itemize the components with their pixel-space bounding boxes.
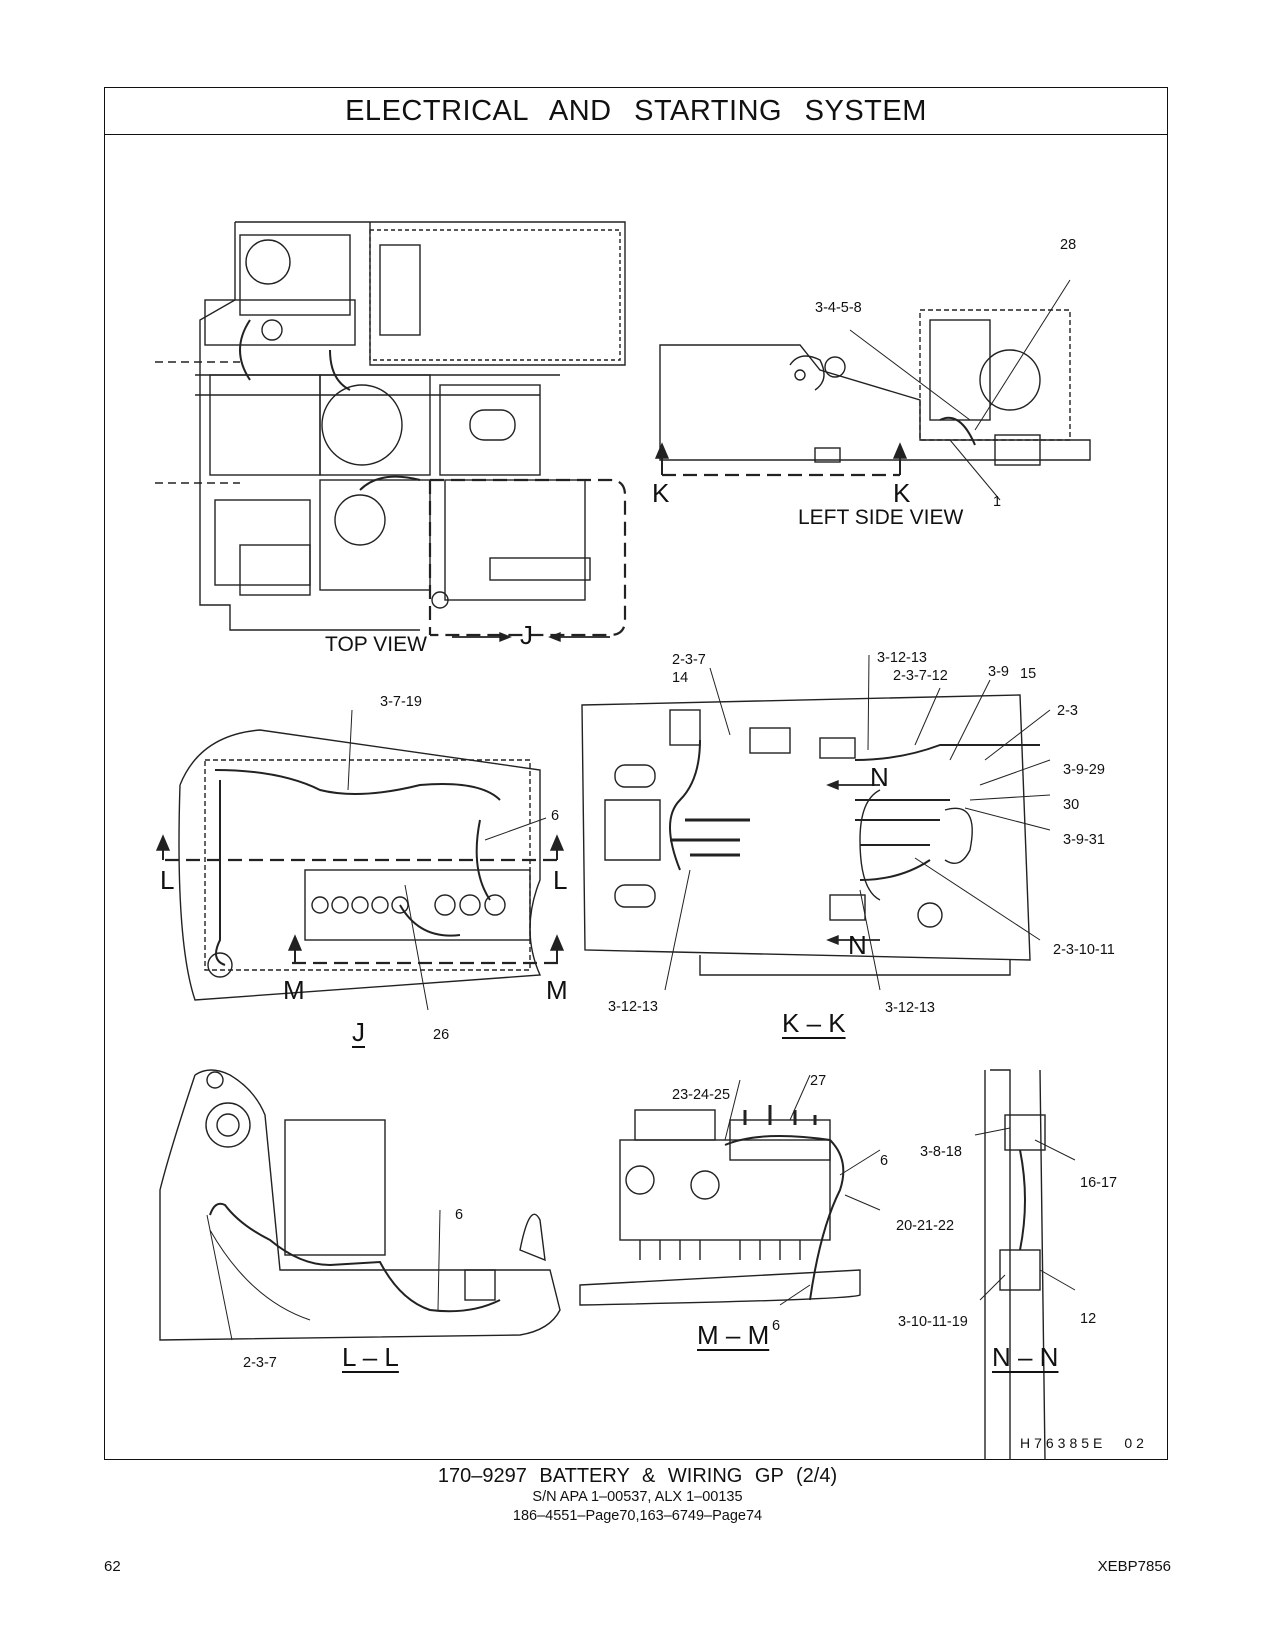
callout-mm: 27 [810, 1073, 827, 1089]
callout-mm: 20-21-22 [896, 1218, 955, 1234]
callout-kk: 3-12-13 [608, 999, 658, 1015]
callout-kk: 2-3-10-11 [1053, 942, 1115, 958]
section-arrow-m-right: M [546, 975, 568, 1005]
page-number: 62 [104, 1558, 121, 1575]
section-kk-label: K – K [782, 1008, 846, 1038]
section-j-drawing [155, 709, 565, 1011]
callout-mm: 23-24-25 [672, 1087, 731, 1103]
callout-nn: 16-17 [1080, 1175, 1118, 1191]
group-caption: 170–9297 BATTERY & WIRING GP (2/4) [437, 1465, 838, 1487]
section-arrow-m-left: M [283, 975, 305, 1005]
reference-code: H76385E [1020, 1435, 1107, 1451]
serial-numbers: S/N APA 1–00537, ALX 1–00135 [532, 1489, 743, 1505]
callout-j: 3-7-19 [380, 694, 422, 710]
callout-kk: 14 [672, 670, 689, 686]
callout-j: 6 [551, 808, 560, 824]
section-ll-label: L – L [342, 1342, 399, 1372]
section-nn-drawing [974, 1069, 1076, 1461]
document-code: XEBP7856 [1097, 1558, 1171, 1575]
callout-mm: 6 [772, 1318, 781, 1334]
callout-kk: 30 [1063, 797, 1080, 813]
left-side-view-label: LEFT SIDE VIEW [798, 506, 964, 529]
left-side-view-drawing [654, 279, 1091, 501]
callout-kk: 3-9-31 [1063, 832, 1105, 848]
page-frame: ELECTRICAL AND STARTING SYSTEM [104, 87, 1168, 1460]
page-references: 186–4551–Page70,163–6749–Page74 [512, 1508, 763, 1524]
section-ll-drawing [159, 1069, 561, 1341]
callout-nn: 3-8-18 [920, 1144, 962, 1160]
section-mm-drawing [579, 1074, 881, 1306]
callout-left-side: 3-4-5-8 [815, 300, 862, 316]
reference-revision: 02 [1124, 1435, 1148, 1451]
title-bar: ELECTRICAL AND STARTING SYSTEM [105, 88, 1167, 135]
callout-kk: 3-9 [988, 664, 1009, 680]
callout-j: 26 [433, 1027, 450, 1043]
section-arrow-l-left: L [160, 865, 175, 895]
callout-kk: 2-3 [1057, 703, 1078, 719]
top-view-label: TOP VIEW [325, 633, 427, 656]
top-view-drawing [155, 221, 627, 643]
section-arrow-k-left: K [652, 478, 670, 508]
callout-kk: 3-12-13 [885, 1000, 935, 1016]
section-arrow-j: J [520, 620, 533, 650]
callout-nn: 12 [1080, 1311, 1097, 1327]
illustration-reference: H76385E 02 [1020, 1435, 1148, 1451]
section-arrow-k-right: K [893, 478, 911, 508]
callout-mm: 6 [880, 1153, 889, 1169]
section-arrow-n-top: N [870, 762, 889, 792]
callout-kk: 15 [1020, 666, 1037, 682]
section-arrow-n-bottom: N [848, 930, 867, 960]
callout-kk: 3-9-29 [1063, 762, 1105, 778]
section-mm-label: M – M [697, 1320, 770, 1350]
page-title: ELECTRICAL AND STARTING SYSTEM [345, 94, 927, 127]
section-j-label: J [352, 1017, 365, 1047]
callout-ll: 6 [455, 1207, 464, 1223]
callout-ll: 2-3-7 [243, 1355, 277, 1371]
callout-kk: 2-3-7 [672, 652, 706, 668]
callout-kk: 2-3-7-12 [893, 668, 948, 684]
callout-nn: 3-10-11-19 [898, 1314, 968, 1330]
callout-left-side: 28 [1060, 237, 1077, 253]
callout-left-side: 1 [993, 494, 1002, 510]
section-nn-label: N – N [992, 1342, 1059, 1372]
section-kk-drawing [581, 654, 1051, 991]
section-arrow-l-right: L [553, 865, 568, 895]
callout-kk: 3-12-13 [877, 650, 927, 666]
